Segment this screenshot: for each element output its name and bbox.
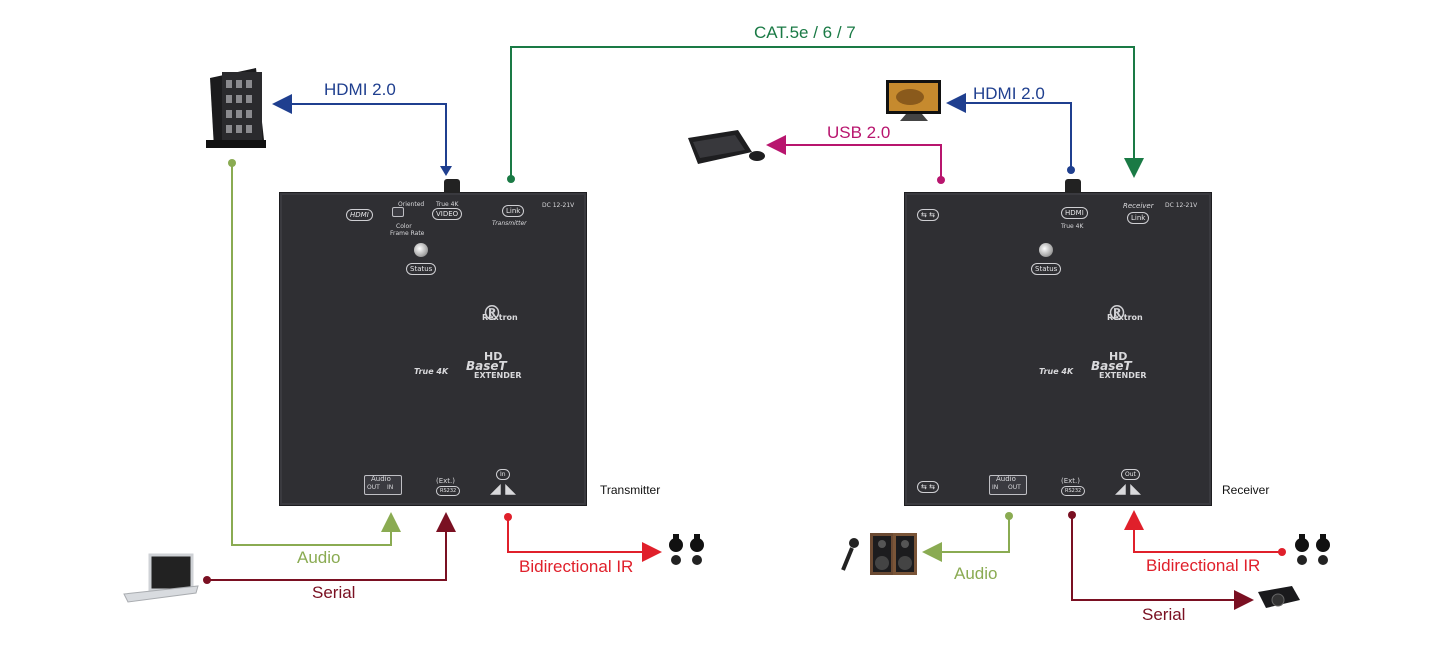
microphone-icon [841, 538, 859, 571]
frame-rate-text: Frame Rate [390, 230, 425, 237]
link-badge: Link [502, 205, 525, 217]
dc-text: DC 12-21V [542, 202, 575, 209]
keyboard-mouse-icon [688, 130, 765, 164]
audio-out-text: OUT [367, 484, 380, 491]
ir-port-icon: ◢ ◣ [1115, 481, 1141, 497]
ir-rx-cable [1124, 510, 1286, 556]
audio-in-text: IN [992, 484, 999, 491]
video-port[interactable]: VIDEO [432, 208, 463, 220]
ir-emitter-rx-icon [1295, 534, 1330, 565]
usb-label: USB 2.0 [827, 123, 891, 142]
baset-text: BaseT [1091, 359, 1132, 373]
status-label: Status [406, 263, 437, 275]
laptop-icon [123, 553, 199, 603]
hdmi-connector [1065, 179, 1081, 193]
receiver-caption: Receiver [1222, 483, 1270, 497]
hdmi-rx-label: HDMI 2.0 [973, 84, 1045, 103]
receiver-unit: ⇆ ⇆ HDMI True 4K Receiver Link DC 12-21V… [904, 179, 1212, 506]
brand-logo-icon: ® [482, 301, 502, 325]
audio-tx-cable [228, 159, 401, 546]
hdmi-rx-port[interactable]: HDMI [1061, 207, 1088, 219]
monitor-icon [886, 80, 941, 121]
hdmi-badge: HDMI [346, 209, 373, 221]
audio-port-text: Audio [371, 475, 391, 483]
ir-emitter-icon [669, 534, 704, 565]
brand-logo-icon: ® [1107, 301, 1127, 325]
projector-icon [1258, 586, 1300, 608]
role-text: Transmitter [492, 220, 527, 227]
audio-tx-label: Audio [297, 548, 341, 567]
serial-rx-cable [1068, 511, 1254, 610]
usb-badge: ⇆ ⇆ [917, 209, 939, 221]
link-badge: Link [1127, 212, 1150, 224]
transmitter-caption: Transmitter [600, 483, 661, 497]
extender-text: EXTENDER [474, 371, 522, 380]
usb-cable [766, 135, 945, 184]
dc-text: DC 12-21V [1165, 202, 1198, 209]
dip-switch[interactable] [392, 207, 404, 217]
audio-port-text: Audio [996, 475, 1016, 483]
brand-name: Rextron [1107, 313, 1143, 322]
audio-rx-label: Audio [954, 564, 998, 583]
serial-rx-label: Serial [1142, 605, 1186, 624]
audio-port[interactable]: Audio OUT IN [364, 475, 402, 495]
status-label: Status [1031, 263, 1062, 275]
ir-port[interactable]: In [496, 469, 510, 480]
ir-rx-label: Bidirectional IR [1146, 556, 1261, 575]
hdmi-rx-cable [946, 93, 1075, 174]
ir-port[interactable]: Out [1121, 469, 1140, 480]
true4k-logo-text: True 4K [414, 367, 449, 376]
audio-rx-cable [922, 512, 1013, 562]
brand-name: Rextron [482, 313, 518, 322]
ir-tx-cable [504, 513, 662, 562]
status-led [414, 243, 428, 257]
pc-tower-icon [206, 68, 266, 148]
ir-tx-label: Bidirectional IR [519, 557, 634, 576]
status-led [1039, 243, 1053, 257]
serial-tx-label: Serial [312, 583, 356, 602]
color-text: Color [396, 223, 412, 230]
cat-cable [507, 46, 1144, 183]
true4k-logo-text: True 4K [1039, 367, 1074, 376]
audio-out-text: OUT [1008, 484, 1021, 491]
true4k-tx-text: True 4K [436, 201, 459, 208]
rs232-port[interactable]: RS232 [436, 486, 461, 496]
baset-text: BaseT [466, 359, 507, 373]
speakers-icon [870, 533, 917, 575]
extender-text: EXTENDER [1099, 371, 1147, 380]
hdmi-connector [444, 179, 460, 193]
oriented-text: Oriented [398, 201, 425, 208]
hd-text: HD [484, 350, 503, 363]
ir-port-icon: ◢ ◣ [490, 481, 516, 497]
transmitter-unit: HDMI Oriented True 4K VIDEO Color Frame … [279, 179, 587, 506]
usb-port-icon[interactable]: ⇆ ⇆ [917, 481, 939, 493]
hdmi-tx-label: HDMI 2.0 [324, 80, 396, 99]
hd-text: HD [1109, 350, 1128, 363]
ext-text: (Ext.) [1061, 477, 1080, 485]
ext-text: (Ext.) [436, 477, 455, 485]
serial-tx-cable [203, 512, 456, 584]
rs232-port[interactable]: RS232 [1061, 486, 1086, 496]
true4k-rx-text: True 4K [1061, 223, 1084, 230]
audio-port[interactable]: Audio IN OUT [989, 475, 1027, 495]
role-text: Receiver [1123, 202, 1154, 210]
cat-label: CAT.5e / 6 / 7 [754, 23, 856, 42]
hdmi-tx-cable [272, 94, 452, 176]
audio-in-text: IN [387, 484, 394, 491]
